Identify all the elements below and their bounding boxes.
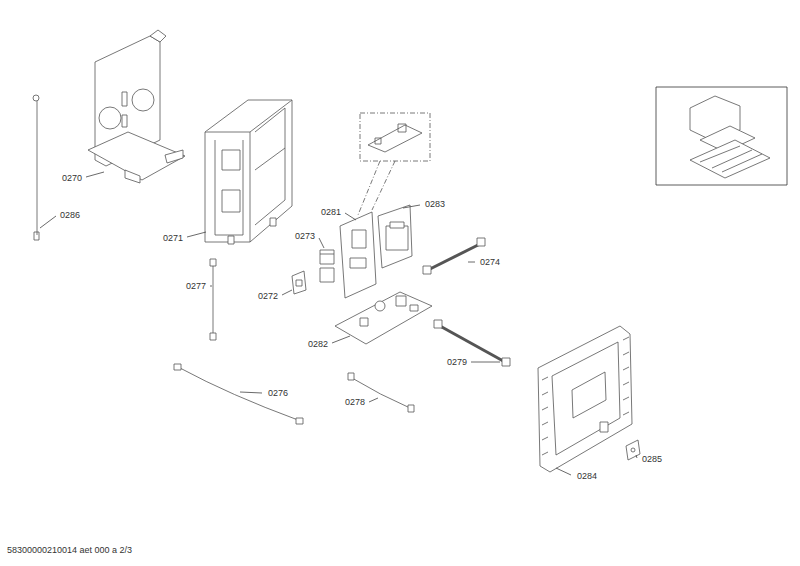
wire bbox=[33, 95, 39, 240]
callout-number: 0276 bbox=[267, 388, 289, 399]
callout-number: 0277 bbox=[185, 281, 207, 292]
relay bbox=[320, 250, 334, 282]
wire bbox=[210, 259, 216, 340]
callout-number: 0272 bbox=[257, 291, 279, 302]
small-part bbox=[626, 440, 640, 460]
clip bbox=[292, 271, 306, 294]
ribbon-cable bbox=[423, 238, 485, 274]
circuit-board bbox=[340, 212, 376, 298]
callout-number: 0279 bbox=[446, 357, 468, 368]
callout-number: 0271 bbox=[162, 233, 184, 244]
callout-number: 0282 bbox=[307, 339, 329, 350]
board-detail bbox=[358, 113, 430, 215]
cover-panel bbox=[538, 326, 632, 472]
wire bbox=[174, 364, 303, 424]
callout-number: 0281 bbox=[320, 207, 342, 218]
callout-number: 0284 bbox=[576, 471, 598, 482]
callout-number: 0270 bbox=[61, 173, 83, 184]
callout-number: 0278 bbox=[344, 397, 366, 408]
drawing-number: 58300000210014 aet 000 a 2/3 bbox=[7, 545, 132, 556]
callout-number: 0274 bbox=[479, 257, 501, 268]
callout-number: 0283 bbox=[424, 199, 446, 210]
transformer bbox=[378, 205, 412, 268]
callout-number: 0286 bbox=[59, 210, 81, 221]
callout-number: 0273 bbox=[294, 231, 316, 242]
overview-inset bbox=[656, 87, 787, 185]
leader-line bbox=[40, 172, 637, 475]
housing bbox=[205, 100, 292, 244]
mounting-bracket bbox=[88, 30, 185, 183]
callout-number: 0285 bbox=[641, 454, 663, 465]
